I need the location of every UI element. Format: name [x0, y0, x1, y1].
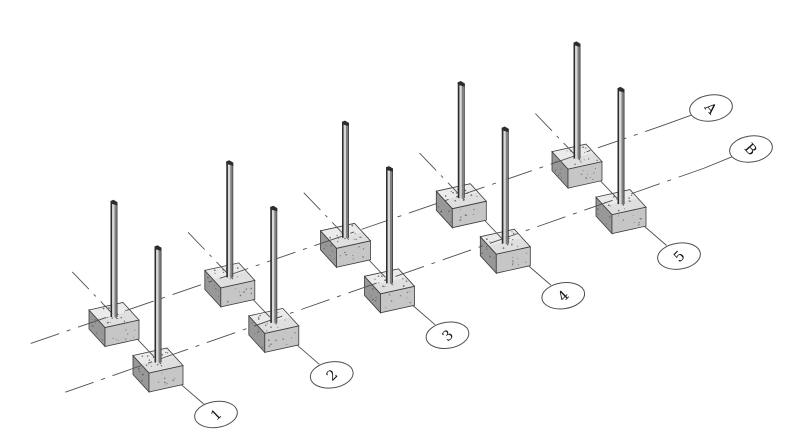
gridline-A[interactable] [30, 114, 693, 344]
concrete-texture [91, 305, 136, 341]
concrete-texture [138, 351, 176, 385]
column-A2[interactable] [226, 160, 234, 278]
grid-bubble-3[interactable]: 3 [424, 319, 470, 351]
grid-bubbles-layer: AB 1 2 3 4 5 [193, 92, 774, 431]
column-A1[interactable] [110, 199, 118, 317]
footing-B2[interactable] [248, 307, 300, 354]
column-A3[interactable] [342, 120, 349, 238]
grid-bubble-5[interactable]: 5 [656, 240, 702, 272]
grid-bubble-B[interactable]: B [728, 133, 774, 165]
column-B3[interactable] [386, 166, 393, 284]
column-B5[interactable] [617, 86, 625, 205]
grid-bubble-4[interactable]: 4 [540, 280, 586, 312]
column-A5[interactable] [573, 41, 581, 159]
column-B2[interactable] [270, 205, 278, 323]
column-A4[interactable] [457, 81, 465, 199]
grid-bubble-A[interactable]: A [688, 92, 734, 124]
grid-bubble-2[interactable]: 2 [309, 359, 355, 391]
columns-layer [110, 41, 625, 363]
column-B1[interactable] [154, 245, 162, 363]
grid-bubble-1[interactable]: 1 [193, 399, 239, 431]
footing-A2[interactable] [204, 262, 256, 308]
gridline-B[interactable] [65, 155, 734, 393]
column-B4[interactable] [501, 126, 509, 244]
footing-A1[interactable] [88, 302, 140, 348]
